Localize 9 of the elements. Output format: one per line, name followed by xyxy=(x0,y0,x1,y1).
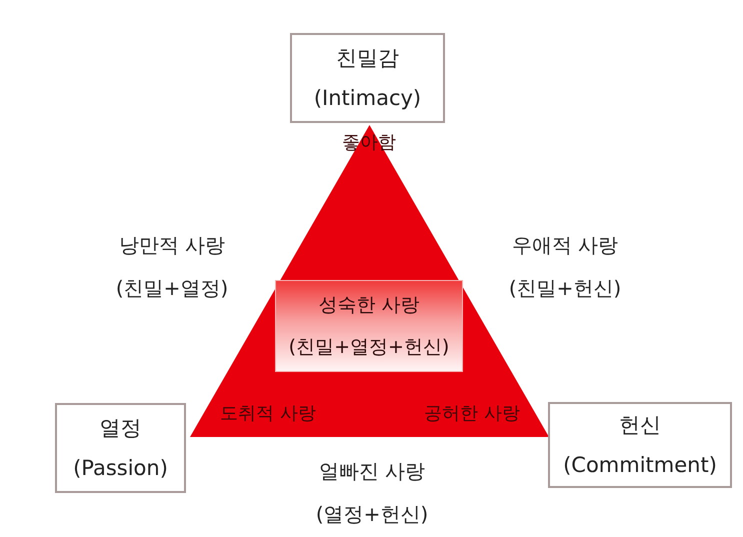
side-label: 얼빠진 사랑 (열정+헌신) xyxy=(314,458,430,528)
concept-box: 열정 (Passion) xyxy=(55,403,186,493)
concept-box: 헌신 (Commitment) xyxy=(548,402,732,488)
concept-box: 친밀감 (Intimacy) xyxy=(290,33,445,123)
corner-label: 공허한 사랑 xyxy=(423,402,521,426)
side-label: 우애적 사랑 (친밀+헌신) xyxy=(508,232,622,302)
center-box: 성숙한 사랑 (친밀+열정+헌신) xyxy=(275,280,463,372)
corner-label: 도취적 사랑 xyxy=(219,402,317,426)
side-label: 낭만적 사랑 (친밀+열정) xyxy=(114,232,230,302)
